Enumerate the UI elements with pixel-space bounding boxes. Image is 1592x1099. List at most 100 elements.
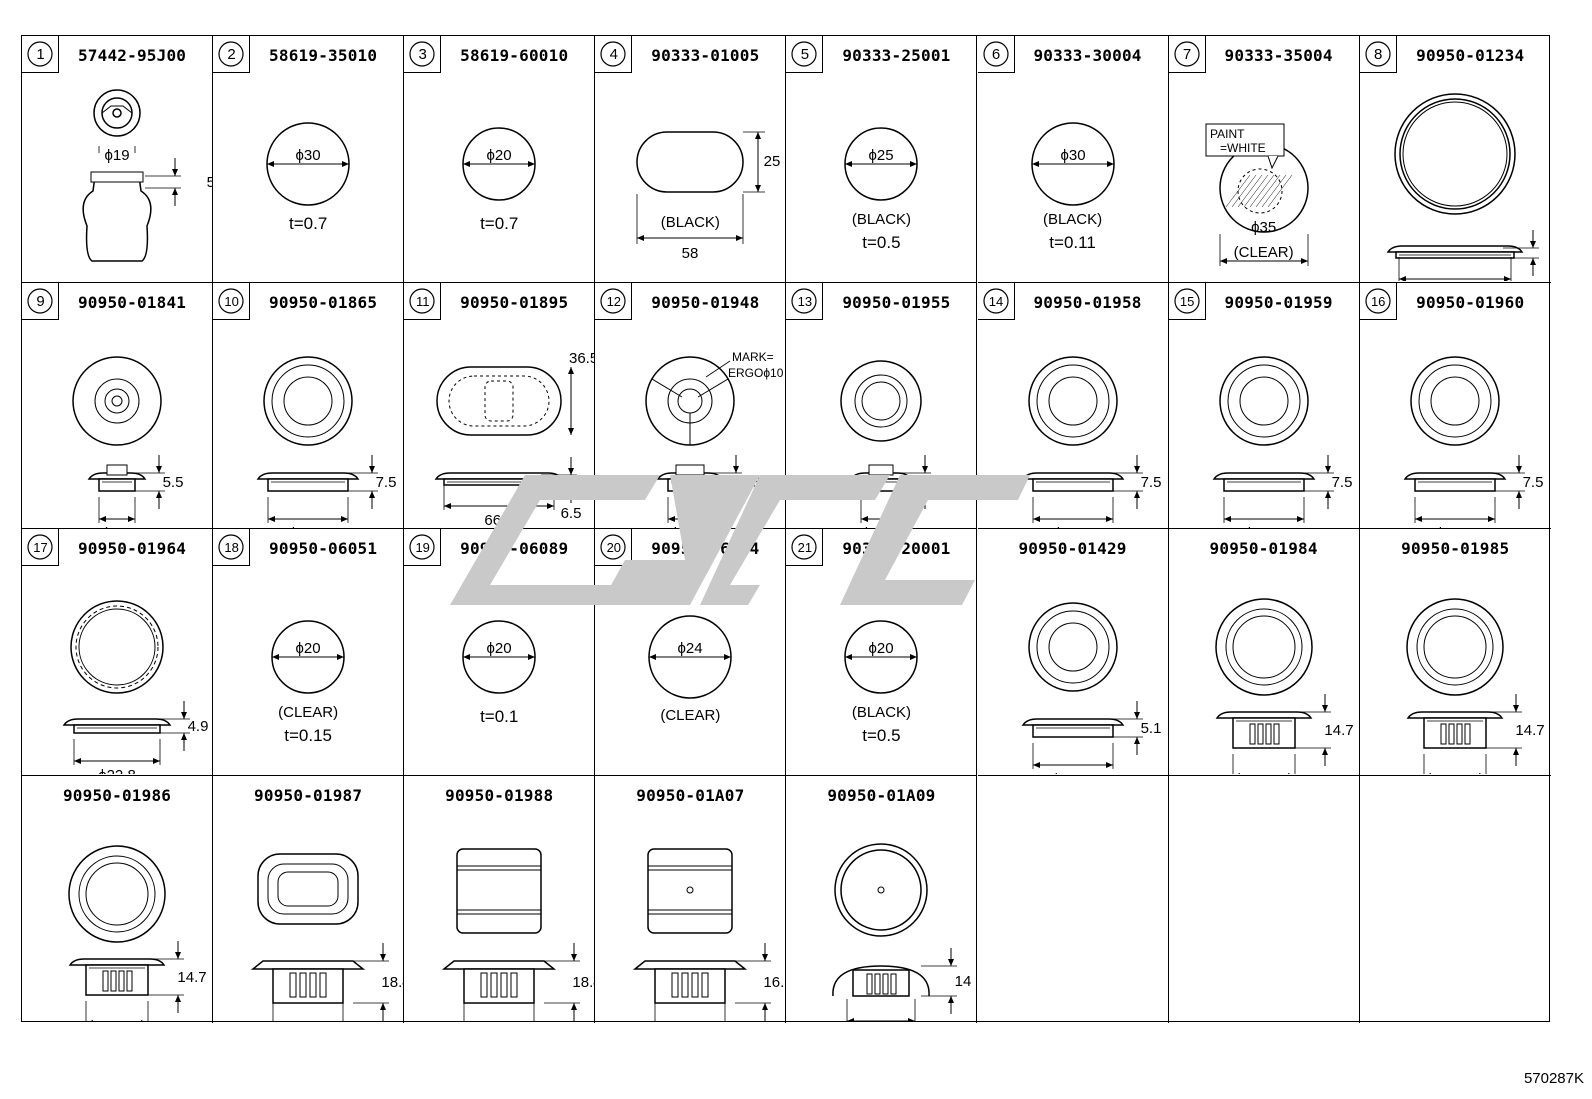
- dimension-label: 6.5: [561, 505, 582, 522]
- dimension-label: 7.5: [376, 474, 397, 491]
- empty-cell: [1360, 776, 1551, 1023]
- item-number: 9: [36, 292, 45, 310]
- item-number-box: 12: [595, 282, 633, 320]
- item-number: 17: [33, 540, 48, 556]
- item-number-box: 6: [977, 36, 1015, 73]
- part-number: 90950-01988: [445, 786, 554, 806]
- color-note: (CLEAR): [1233, 244, 1294, 261]
- part-drawing: 4.9ϕ22.8: [62, 600, 209, 774]
- part-drawing: 14.7ϕ34.5: [1405, 598, 1544, 775]
- dimension-label: 18.4: [381, 974, 403, 991]
- item-number: 12: [606, 293, 622, 309]
- part-drawing: 5.1ϕ 40.1: [1021, 602, 1161, 774]
- part-number: 90950-01986: [62, 786, 172, 806]
- dimension-label: ϕ19: [104, 147, 129, 164]
- dimension-label: 5.3: [207, 174, 212, 191]
- dimension-label: ϕ30: [1060, 147, 1085, 164]
- dimension-label: 5.5: [163, 474, 184, 491]
- diagram-code: 570287K: [1523, 1070, 1584, 1087]
- thickness-note: t=0.7: [288, 214, 328, 233]
- part-number: 90333-30004: [1033, 46, 1142, 65]
- item-number: 4: [609, 46, 618, 63]
- dimension-label: 14: [955, 973, 972, 990]
- item-number: 1: [36, 46, 45, 63]
- part-number: 90950-01895: [460, 292, 569, 312]
- dimension-label: 7.5: [1140, 474, 1161, 491]
- part-drawing: ϕ59.5: [1386, 93, 1539, 281]
- part-number: 90950-01984: [1209, 539, 1318, 559]
- part-drawing: 7.5ϕ23.6: [256, 355, 397, 528]
- part-number: 90950-01948: [651, 292, 760, 312]
- item-number: 6: [991, 46, 1001, 63]
- item-number-box: 19: [404, 529, 442, 567]
- part-drawing: 14.7ϕ41.5: [68, 845, 207, 1022]
- part-drawing: 7.5ϕ46.5: [1403, 355, 1543, 528]
- item-number: 2: [227, 46, 236, 63]
- part-drawing: ϕ25: [844, 127, 919, 201]
- part-drawing: 16.527.5: [633, 848, 785, 1022]
- part-drawing: ϕ20: [462, 127, 536, 201]
- dimension-label: 7.5: [1331, 474, 1352, 491]
- part-number: 90950-01964: [77, 539, 187, 559]
- color-note: (CLEAR): [278, 704, 339, 722]
- thickness-note: t=0.5: [862, 726, 901, 746]
- dimension-label: 18.4: [573, 974, 595, 991]
- item-number-box: 9: [22, 282, 59, 320]
- item-number: 5: [800, 46, 810, 63]
- part-number: 90950-01865: [269, 292, 378, 312]
- empty-cell: [1169, 776, 1360, 1023]
- thickness-note: t=0.15: [284, 726, 333, 746]
- item-number-box: 18: [213, 529, 251, 567]
- item-number-box: 2: [213, 36, 251, 73]
- part-number: 90333-01005: [651, 46, 760, 65]
- item-number: 3: [418, 46, 427, 63]
- dimension-label: ϕ20: [487, 640, 512, 657]
- dimension-label: ϕ31.5: [1054, 525, 1092, 528]
- part-cell: 90950-01A091434.3: [786, 776, 978, 1023]
- part-drawing: 5.5 ϕ8.7: [72, 355, 184, 528]
- part-number: 90950-01429: [1018, 539, 1127, 559]
- item-number-box: 7: [1168, 36, 1206, 73]
- part-number: 90950-06051: [269, 539, 378, 559]
- dimension-label: ϕ10.4: [671, 525, 709, 528]
- part-drawing: ϕ20: [462, 620, 536, 695]
- part-number: 90950-01960: [1416, 292, 1525, 312]
- part-drawing: 7.5 ϕ26.5: [1212, 355, 1352, 528]
- item-number-box: 17: [22, 529, 59, 567]
- part-number: 90950-01A09: [827, 786, 936, 806]
- color-note: (BLACK): [851, 704, 912, 722]
- part-drawing: ϕ19 5.3: [82, 89, 212, 262]
- dimension-label: ϕ20: [869, 640, 894, 657]
- item-number: 14: [988, 293, 1004, 309]
- part-number: 90950-01959: [1224, 292, 1333, 312]
- item-number-box: 8: [1359, 36, 1397, 73]
- dimension-label: 66.5: [485, 512, 514, 528]
- part-number: 58619-60010: [460, 46, 569, 65]
- item-number: 15: [1179, 293, 1195, 309]
- color-note: (CLEAR): [660, 707, 721, 725]
- dimension-label: ϕ8.7: [102, 525, 131, 528]
- item-number: 19: [415, 540, 430, 556]
- part-cell: 90950-01429 5.1ϕ 40.1: [977, 529, 1169, 777]
- part-drawing: 7.5 ϕ31.5: [1021, 355, 1161, 528]
- part-number: 90333-25001: [842, 46, 951, 65]
- dimension-label: 36.5: [569, 350, 594, 367]
- part-number: 57442-95J00: [77, 46, 187, 65]
- dimension-label: ϕ35: [1251, 219, 1277, 236]
- dimension-label: ϕ26.5: [1245, 525, 1283, 528]
- dimension-label: 4.9: [188, 718, 209, 735]
- item-number: 18: [224, 540, 239, 556]
- callout-text: PAINT: [1210, 127, 1245, 141]
